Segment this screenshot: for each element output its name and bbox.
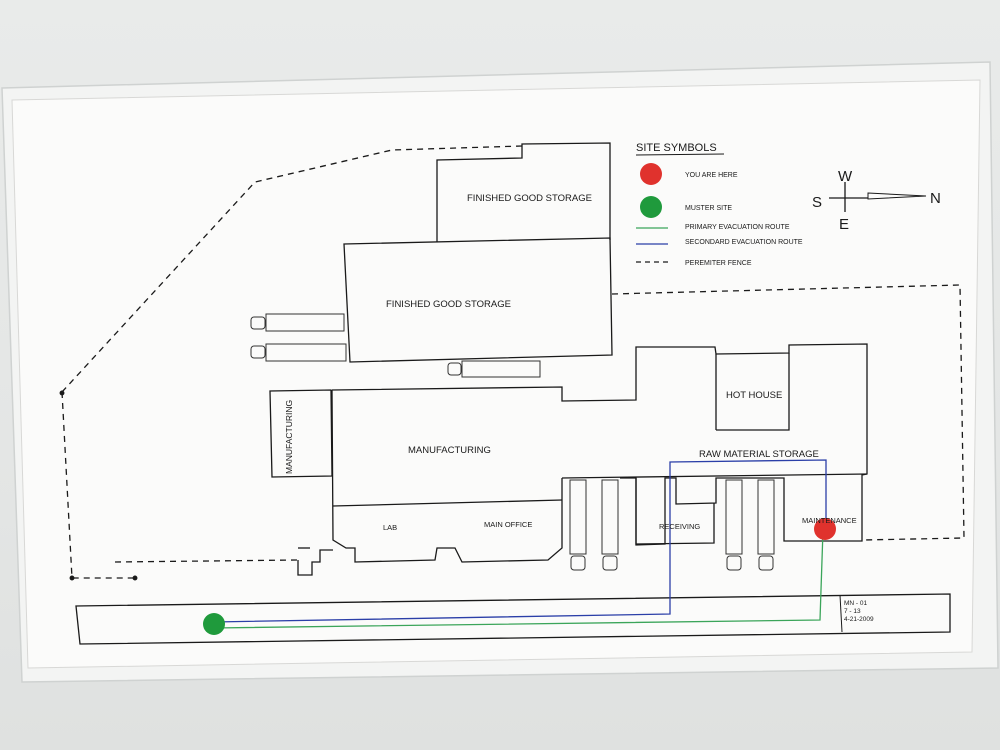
manufacturing-label: MANUFACTURING bbox=[408, 445, 491, 456]
truck-cab bbox=[758, 555, 774, 571]
doc-revision: 7 - 13 bbox=[844, 608, 861, 615]
truck-cab bbox=[250, 345, 266, 359]
hot-house-south-wall bbox=[716, 353, 790, 431]
finished-good-storage-top-building bbox=[436, 142, 611, 242]
main-office-label: MAIN OFFICE bbox=[484, 520, 532, 529]
main-building-outline bbox=[331, 343, 868, 546]
dock-trailer bbox=[757, 479, 775, 555]
main-building-south-wall bbox=[331, 389, 563, 563]
legend-muster-site-symbol bbox=[640, 196, 662, 218]
compass-east: E bbox=[839, 216, 849, 233]
lab-office-wall bbox=[332, 499, 563, 507]
legend-title: SITE SYMBOLS bbox=[636, 142, 717, 154]
dock-trailer bbox=[725, 479, 743, 555]
finished-good-storage-top-label: FINISHED GOOD STORAGE bbox=[467, 193, 592, 204]
receiving-room bbox=[635, 478, 715, 545]
legend-muster-site-text: MUSTER SITE bbox=[685, 205, 732, 212]
paper-sheet bbox=[11, 79, 981, 669]
raw-material-storage-south-wall bbox=[561, 473, 868, 479]
fence-post bbox=[69, 575, 75, 581]
perimeter-fence-east bbox=[611, 284, 965, 541]
lab-label: LAB bbox=[383, 523, 397, 532]
legend-secondary-route-text: SECONDARD EVACUATION ROUTE bbox=[685, 239, 803, 246]
truck-cab bbox=[250, 316, 266, 330]
compass-north: N bbox=[930, 190, 941, 207]
compass-rose-icon bbox=[829, 182, 927, 212]
maintenance-label: MAINTENANCE bbox=[802, 516, 857, 525]
parked-trailer bbox=[265, 313, 345, 332]
title-block-divider bbox=[839, 594, 843, 633]
truck-cab bbox=[447, 362, 462, 376]
legend-fence-text: PEREMITER FENCE bbox=[685, 260, 752, 267]
raw-material-storage-label: RAW MATERIAL STORAGE bbox=[699, 449, 819, 460]
doc-sheet-number: MN - 01 bbox=[844, 600, 868, 607]
primary-evacuation-route bbox=[212, 529, 824, 629]
legend-you-are-here-text: YOU ARE HERE bbox=[685, 172, 738, 179]
parked-trailer bbox=[461, 360, 541, 378]
dock-trailer bbox=[569, 479, 587, 555]
finished-good-storage-main-label: FINISHED GOOD STORAGE bbox=[386, 299, 511, 310]
manufacturing-annex-label: MANUFACTURING bbox=[284, 400, 294, 474]
dock-trailer bbox=[601, 479, 619, 555]
receiving-label: RECEIVING bbox=[659, 522, 700, 531]
perimeter-fence-south bbox=[114, 559, 299, 563]
truck-cab bbox=[570, 555, 586, 571]
doc-date: 4-21-2009 bbox=[844, 616, 874, 623]
muster-site-marker bbox=[203, 613, 225, 635]
perimeter-fence-west bbox=[61, 145, 523, 393]
entrance-steps bbox=[297, 549, 333, 576]
hot-house-label: HOT HOUSE bbox=[726, 390, 782, 401]
legend-primary-route-text: PRIMARY EVACUATION ROUTE bbox=[685, 224, 790, 231]
compass-south: S bbox=[812, 194, 822, 211]
parked-trailer bbox=[265, 343, 347, 362]
finished-good-storage-main-building bbox=[343, 237, 613, 363]
truck-cab bbox=[602, 555, 618, 571]
title-block-strip bbox=[75, 593, 951, 645]
legend-you-are-here-symbol bbox=[640, 163, 662, 185]
fence-post bbox=[132, 575, 138, 581]
compass-west: W bbox=[838, 168, 853, 185]
fence-post bbox=[59, 390, 65, 396]
truck-cab bbox=[726, 555, 742, 571]
you-are-here-marker bbox=[814, 518, 836, 540]
legend-title-underline bbox=[635, 153, 725, 156]
secondary-evacuation-route bbox=[212, 459, 827, 623]
